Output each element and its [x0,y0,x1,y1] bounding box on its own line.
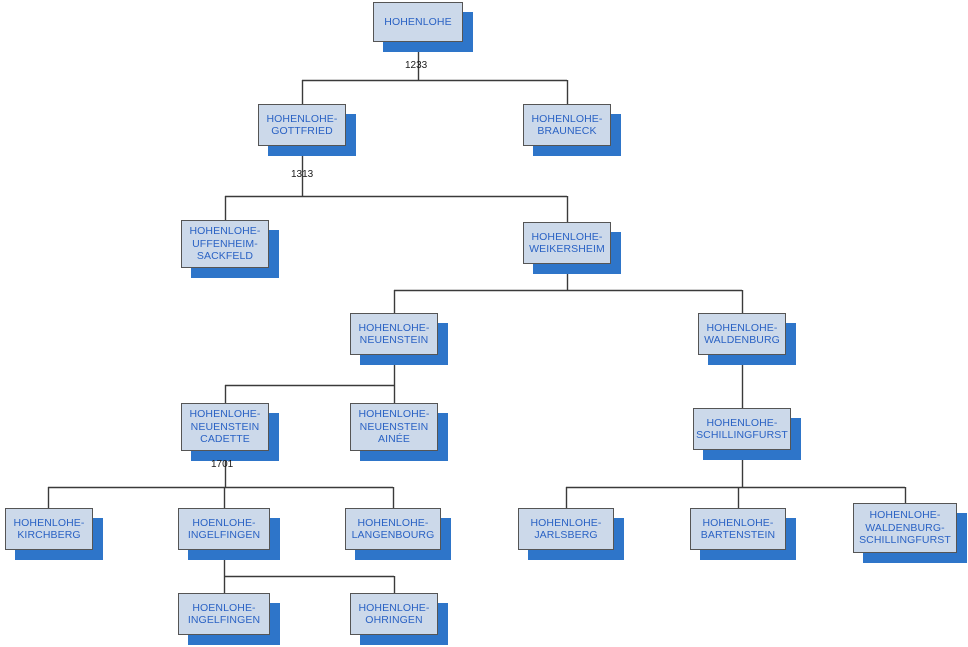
node-label-hoenlohe-ingelfingen-2: HOENLOHE- INGELFINGEN [187,601,261,626]
node-label-kirchberg: HOHENLOHE- KIRCHBERG [13,516,85,541]
node-label-ohringen: HOHENLOHE- OHRINGEN [358,601,430,626]
node-weikersheim[interactable]: HOHENLOHE- WEIKERSHEIM [523,222,611,264]
node-schillingfurst[interactable]: HOHENLOHE- SCHILLINGFURST [693,408,791,450]
node-label-uffenheim-sackfeld: HOHENLOHE- UFFENHEIM- SACKFELD [189,225,261,263]
node-uffenheim-sackfeld[interactable]: HOHENLOHE- UFFENHEIM- SACKFELD [181,220,269,268]
node-label-neuenstein-ainee: HOHENLOHE- NEUENSTEIN AINÉE [358,408,430,446]
node-label-jarlsberg: HOHENLOHE- JARLSBERG [530,516,602,541]
node-ohringen[interactable]: HOHENLOHE- OHRINGEN [350,593,438,635]
node-label-schillingfurst: HOHENLOHE- SCHILLINGFURST [696,416,788,441]
node-jarlsberg[interactable]: HOHENLOHE- JARLSBERG [518,508,614,550]
node-hoenlohe-ingelfingen-2[interactable]: HOENLOHE- INGELFINGEN [178,593,270,635]
node-waldenburg-schillingfurst[interactable]: HOHENLOHE- WALDENBURG- SCHILLINGFURST [853,503,957,553]
node-brauneck[interactable]: HOHENLOHE- BRAUNECK [523,104,611,146]
node-label-brauneck: HOHENLOHE- BRAUNECK [531,112,603,137]
node-label-langenbourg: HOHENLOHE- LANGENBOURG [351,516,435,541]
node-label-hohenlohe: HOHENLOHE [384,15,452,28]
node-langenbourg[interactable]: HOHENLOHE- LANGENBOURG [345,508,441,550]
node-label-waldenburg: HOHENLOHE- WALDENBURG [704,321,780,346]
node-neuenstein-cadette[interactable]: HOHENLOHE- NEUENSTEIN CADETTE [181,403,269,451]
edge-label-year-1701: 1701 [211,459,234,470]
node-hohenlohe[interactable]: HOHENLOHE [373,2,463,42]
node-gottfried[interactable]: HOHENLOHE- GOTTFRIED [258,104,346,146]
edge-label-year-1233: 1233 [405,60,428,71]
node-label-gottfried: HOHENLOHE- GOTTFRIED [266,112,338,137]
node-label-bartenstein: HOHENLOHE- BARTENSTEIN [700,516,776,541]
node-neuenstein[interactable]: HOHENLOHE- NEUENSTEIN [350,313,438,355]
node-kirchberg[interactable]: HOHENLOHE- KIRCHBERG [5,508,93,550]
node-label-neuenstein-cadette: HOHENLOHE- NEUENSTEIN CADETTE [189,408,261,446]
node-neuenstein-ainee[interactable]: HOHENLOHE- NEUENSTEIN AINÉE [350,403,438,451]
node-label-neuenstein: HOHENLOHE- NEUENSTEIN [358,321,430,346]
node-bartenstein[interactable]: HOHENLOHE- BARTENSTEIN [690,508,786,550]
node-label-waldenburg-schillingfurst: HOHENLOHE- WALDENBURG- SCHILLINGFURST [859,509,951,547]
node-waldenburg[interactable]: HOHENLOHE- WALDENBURG [698,313,786,355]
edge-label-year-1313: 1313 [291,169,314,180]
node-label-weikersheim: HOHENLOHE- WEIKERSHEIM [529,230,605,255]
node-hoenlohe-ingelfingen[interactable]: HOENLOHE- INGELFINGEN [178,508,270,550]
node-label-hoenlohe-ingelfingen: HOENLOHE- INGELFINGEN [187,516,261,541]
